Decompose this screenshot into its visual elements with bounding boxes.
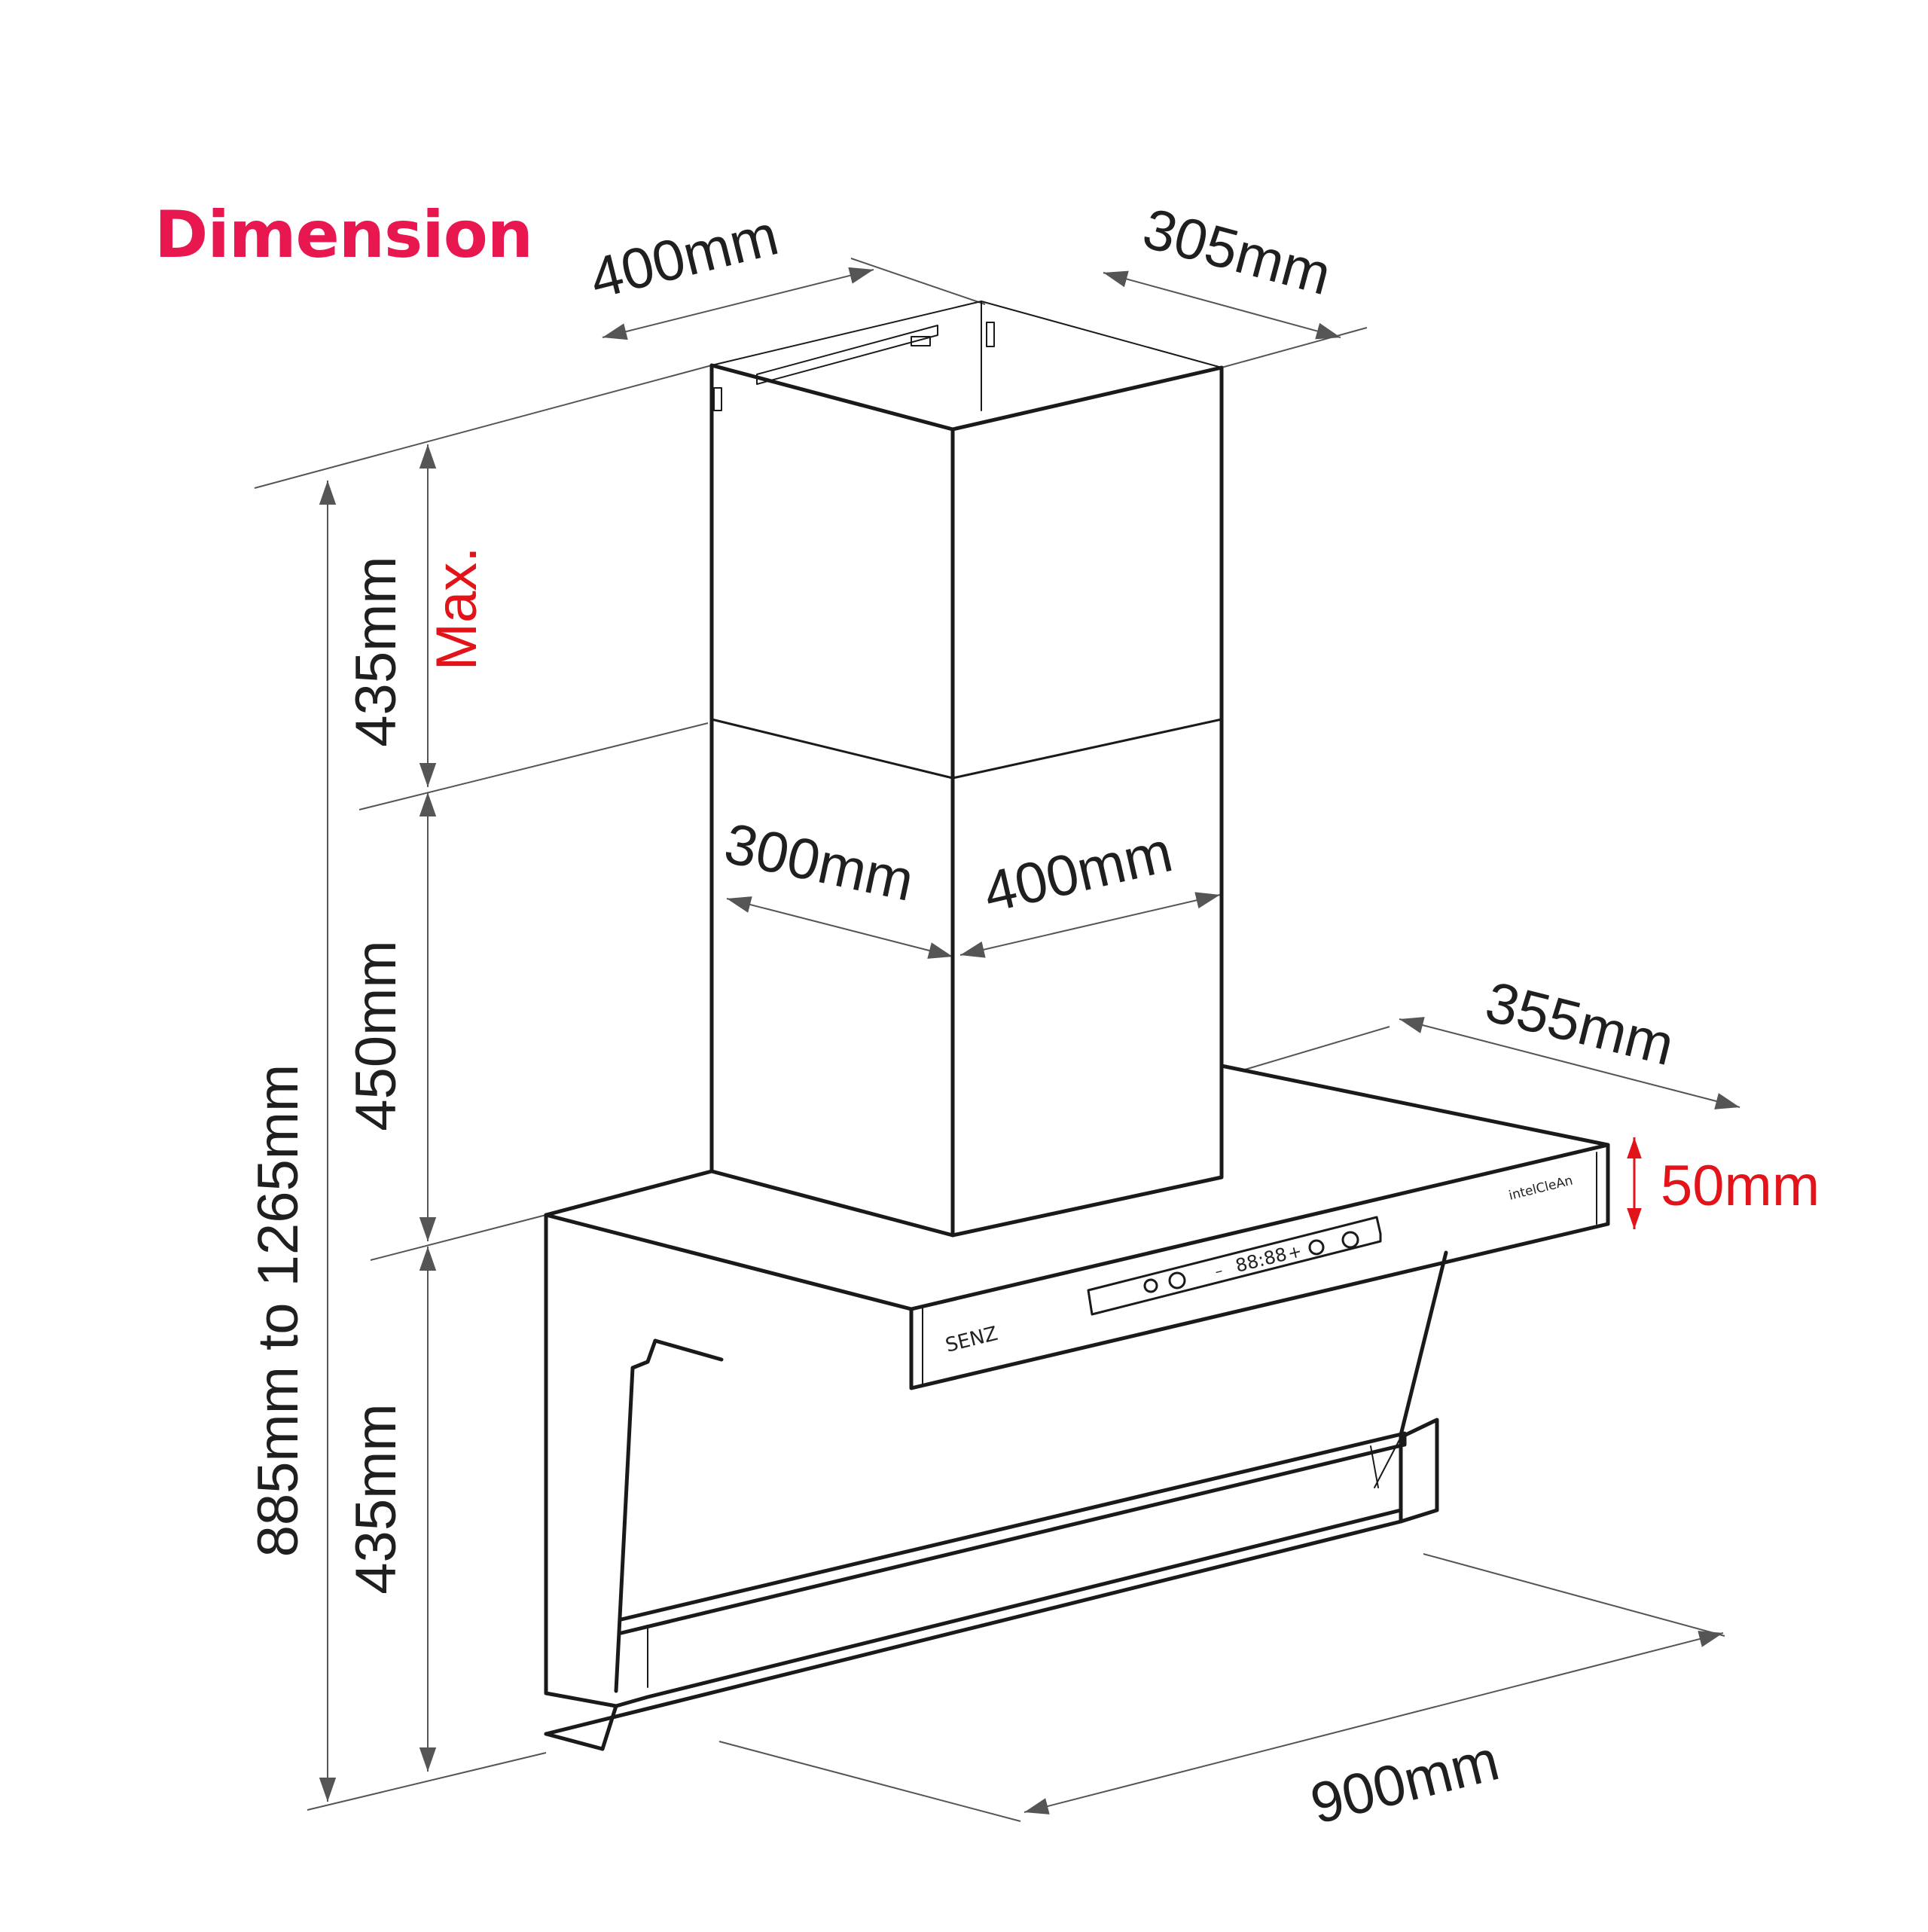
label-body-width: 900mm	[1304, 1728, 1505, 1836]
feature-logo: intelCleAn	[1507, 1173, 1574, 1203]
power-icon[interactable]	[1341, 1231, 1359, 1249]
fan-icon[interactable]	[1168, 1271, 1186, 1290]
label-chimney-top-depth: 305mm	[1136, 197, 1338, 308]
dim-line-400-top	[602, 267, 874, 340]
label-chimney-depth: 300mm	[719, 811, 920, 914]
dimension-labels: 400mm 305mm 435mm Max. 450mm 885mm to 12…	[246, 197, 1820, 1837]
label-chimney-width: 400mm	[978, 819, 1178, 925]
dim-line-355	[1399, 1017, 1740, 1109]
label-chimney-upper-height: 435mm	[344, 556, 408, 746]
brand-logo: SENZ	[943, 1323, 999, 1357]
display-plus[interactable]: +	[1286, 1242, 1304, 1264]
label-chimney-top-width: 400mm	[584, 203, 784, 311]
label-chimney-lower-height: 450mm	[344, 940, 408, 1131]
chimney	[709, 301, 1224, 1238]
dim-line-400-mid	[959, 892, 1221, 958]
dim-line-305	[1103, 270, 1341, 340]
canopy	[544, 1064, 1610, 1390]
display-minus[interactable]: –	[1213, 1261, 1225, 1280]
control-panel: – 88:88 + SENZ intelCleAn	[943, 1173, 1574, 1357]
page-title: Dimension	[154, 197, 533, 273]
hood-body	[544, 1213, 1448, 1751]
label-canopy-thickness: 50mm	[1661, 1154, 1820, 1218]
label-body-height: 435mm	[344, 1403, 408, 1594]
label-canopy-depth: 355mm	[1479, 969, 1679, 1078]
label-max-note: Max.	[425, 547, 489, 671]
light-icon[interactable]	[1308, 1239, 1325, 1256]
extension-lines	[254, 258, 1725, 1822]
light-icon[interactable]	[1143, 1278, 1158, 1293]
dimension-lines	[319, 267, 1740, 1814]
dim-line-300	[726, 896, 953, 959]
dim-line-900	[1023, 1631, 1724, 1814]
label-total-height: 885mm to 1265mm	[246, 1064, 310, 1558]
